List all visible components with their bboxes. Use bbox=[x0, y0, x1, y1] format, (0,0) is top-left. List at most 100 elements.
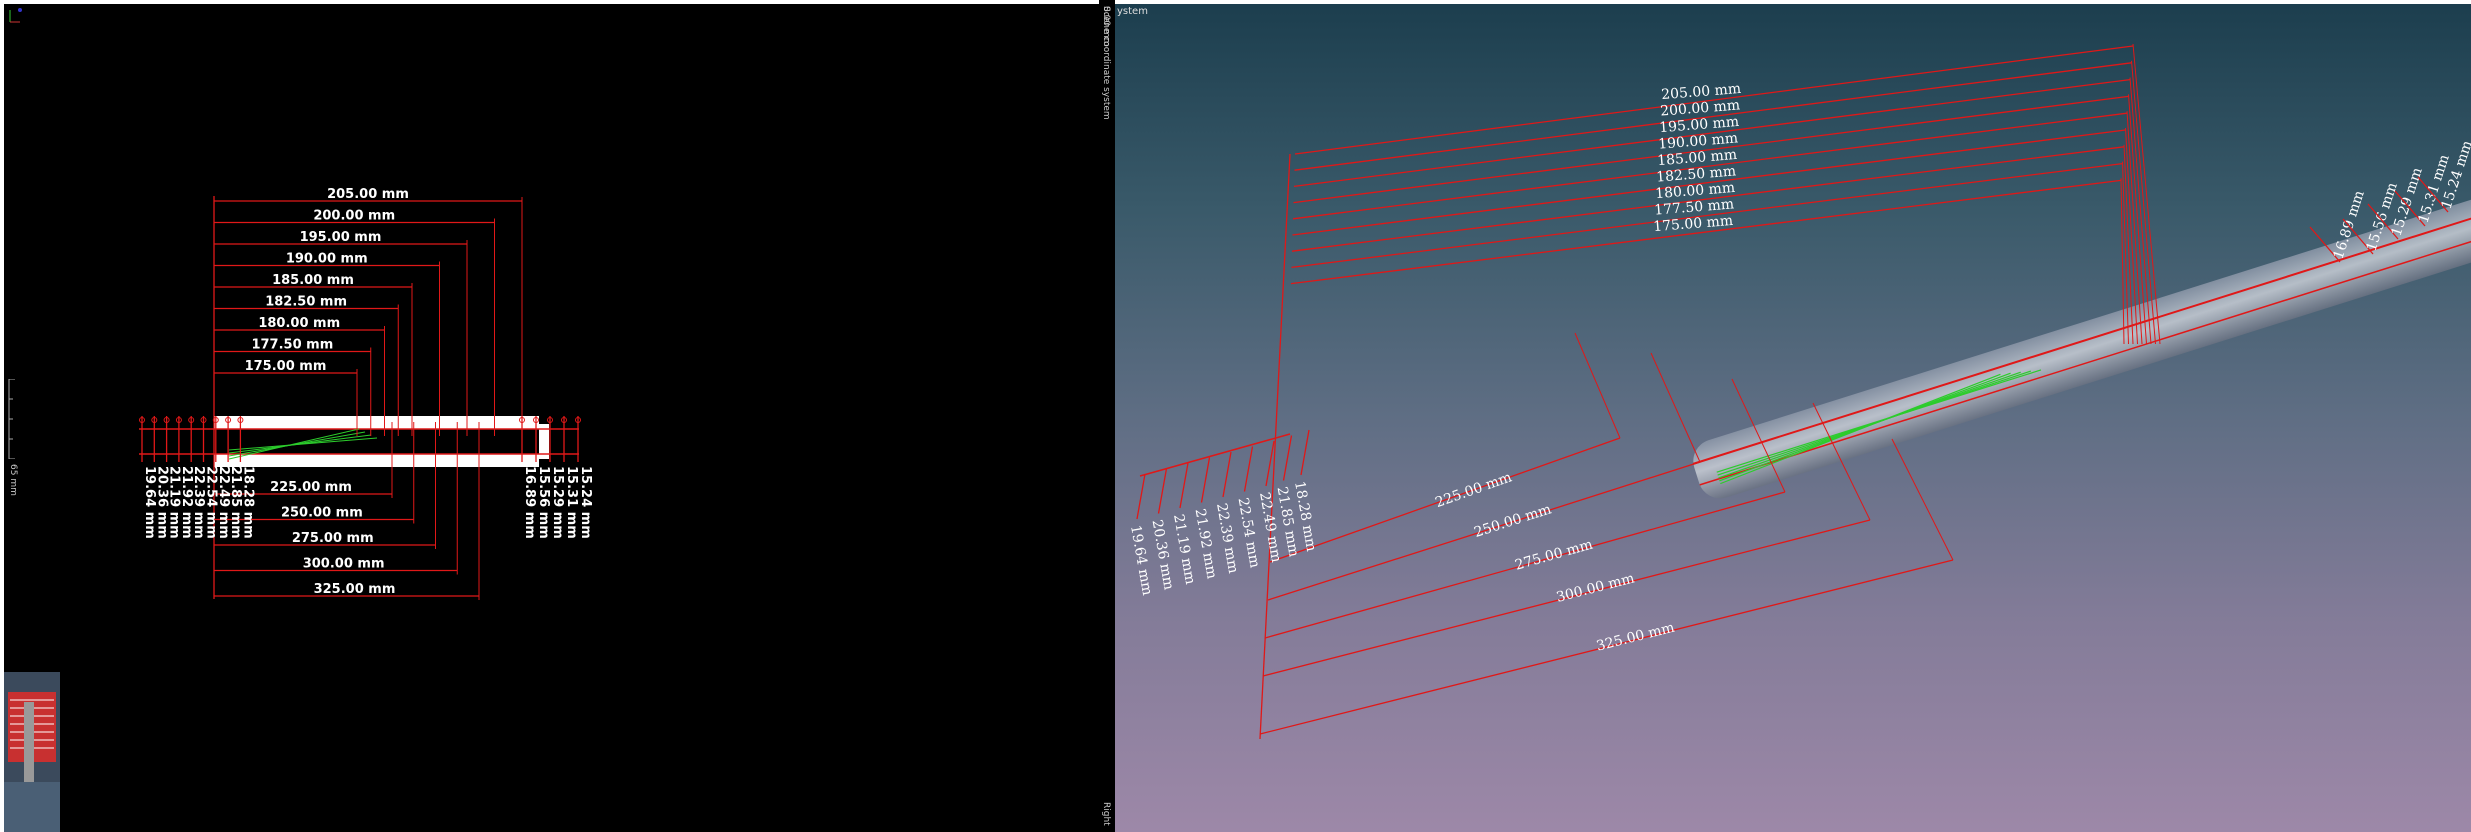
top-dim-line-3d bbox=[1293, 95, 2129, 204]
bottom-dim-line-3d bbox=[1262, 519, 1871, 677]
diameter-marker-3d bbox=[2367, 203, 2399, 240]
left-diameter-label: 19.64 mm bbox=[142, 466, 157, 539]
diameter-marker-head bbox=[533, 417, 539, 423]
diameter-marker-3d bbox=[1179, 462, 1189, 509]
bottom-dim-label-3d: 275.00 mm bbox=[1513, 537, 1594, 574]
bottom-dim-line-3d bbox=[1259, 559, 1954, 735]
left-diameter-label-3d: 19.64 mm bbox=[1127, 524, 1155, 597]
left-diameter-label: 22.39 mm bbox=[191, 466, 206, 539]
left-diameter-label: 21.19 mm bbox=[167, 466, 182, 539]
bottom-dim-label-3d: 325.00 mm bbox=[1595, 620, 1676, 655]
top-dim-label: 200.00 mm bbox=[313, 209, 395, 224]
bottom-dim-label: 250.00 mm bbox=[281, 506, 363, 521]
tube-axis-line bbox=[1699, 213, 2471, 486]
top-dim-extension-3d bbox=[2123, 144, 2134, 345]
top-dim-line-3d bbox=[1291, 162, 2123, 269]
top-dim-label-3d: 185.00 mm bbox=[1657, 147, 1738, 169]
bottom-dim-label: 300.00 mm bbox=[303, 557, 385, 572]
viewport-divider[interactable]: 0.00 mm Scene coordinate system Right bbox=[1099, 0, 1115, 832]
taper-line bbox=[1716, 369, 2042, 473]
diameter-marker-head bbox=[175, 417, 182, 423]
left-diameter-label: 21.85 mm bbox=[228, 466, 243, 539]
top-dim-extension-3d bbox=[2128, 94, 2147, 345]
diameter-marker-head bbox=[188, 417, 195, 423]
left-datum-line-3d bbox=[1259, 153, 1291, 740]
bottom-dim-label: 325.00 mm bbox=[314, 582, 396, 597]
left-diameter-label: 22.54 mm bbox=[204, 466, 219, 539]
bottom-dim-extension-3d bbox=[1731, 378, 1786, 493]
top-dim-label: 185.00 mm bbox=[272, 273, 354, 288]
top-dim-extension-3d bbox=[2125, 127, 2138, 345]
top-dim-label-3d: 175.00 mm bbox=[1653, 213, 1734, 235]
bottom-dim-label-3d: 225.00 mm bbox=[1433, 469, 1514, 511]
diameter-marker-head bbox=[200, 417, 207, 423]
top-dim-line-3d bbox=[1290, 179, 2122, 285]
diameter-marker-3d bbox=[1300, 429, 1310, 476]
taper-line bbox=[228, 428, 360, 460]
bottom-dim-label-3d: 250.00 mm bbox=[1472, 501, 1553, 541]
depth-readout: 0.00 mm bbox=[1101, 6, 1111, 47]
top-dim-label: 205.00 mm bbox=[327, 187, 409, 202]
right-diameter-label: 15.31 mm bbox=[564, 466, 579, 539]
left-diameter-label: 22.49 mm bbox=[216, 466, 231, 539]
diameter-marker-head bbox=[519, 417, 525, 423]
bottom-dim-line-3d bbox=[1264, 491, 1786, 639]
diameter-marker-head bbox=[561, 417, 567, 423]
tube-3d bbox=[1692, 181, 2471, 499]
left-diameter-label: 18.28 mm bbox=[240, 466, 255, 539]
top-dim-line-3d bbox=[1293, 78, 2131, 188]
top-dim-extension-3d bbox=[2132, 43, 2161, 345]
right-diameter-label: 15.56 mm bbox=[536, 466, 551, 539]
diameter-marker-3d bbox=[1282, 435, 1293, 481]
top-dim-line-3d bbox=[1291, 146, 2125, 252]
diameter-marker-3d bbox=[1200, 457, 1211, 503]
bottom-dim-extension-3d bbox=[1650, 352, 1701, 463]
shaft-lower-wall bbox=[214, 454, 539, 467]
coordinate-system-label: Scene coordinate system bbox=[1101, 6, 1111, 120]
diameter-marker-head bbox=[151, 417, 158, 423]
top-dim-label: 175.00 mm bbox=[245, 359, 327, 374]
diameter-marker-head bbox=[225, 417, 232, 423]
top-dim-label-3d: 180.00 mm bbox=[1655, 180, 1736, 202]
top-dim-label-3d: 200.00 mm bbox=[1660, 97, 1741, 119]
bottom-dim-label: 225.00 mm bbox=[270, 480, 352, 495]
view-orientation-label: Right bbox=[1101, 802, 1111, 826]
diameter-marker-3d bbox=[1265, 440, 1275, 487]
scale-ruler-label: 65 mm bbox=[8, 464, 18, 496]
top-dim-line-3d bbox=[1292, 129, 2126, 236]
top-dim-extension-3d bbox=[2126, 111, 2143, 345]
right-diameter-label: 15.29 mm bbox=[550, 466, 565, 539]
diameter-marker-3d bbox=[1136, 473, 1146, 520]
bottom-dim-extension-3d bbox=[1574, 332, 1621, 439]
diameter-marker-3d bbox=[1222, 451, 1232, 498]
bottom-dim-label-3d: 300.00 mm bbox=[1555, 570, 1636, 605]
tube-axis-line bbox=[1692, 192, 2471, 465]
top-dim-line-3d bbox=[1294, 45, 2134, 155]
axis-triad-icon bbox=[6, 6, 26, 26]
top-dim-label: 182.50 mm bbox=[265, 295, 347, 310]
top-dim-extension-3d bbox=[2122, 161, 2129, 345]
bottom-dim-extension-3d bbox=[1812, 402, 1871, 521]
top-dim-label: 195.00 mm bbox=[300, 230, 382, 245]
top-dim-line-3d bbox=[1294, 62, 2132, 171]
top-dim-label: 180.00 mm bbox=[258, 316, 340, 331]
minimap-thumbnail[interactable] bbox=[4, 672, 60, 832]
top-dim-label-3d: 205.00 mm bbox=[1661, 81, 1742, 103]
top-dim-extension-3d bbox=[2129, 77, 2152, 345]
left-diameter-label: 20.36 mm bbox=[154, 466, 169, 539]
top-dim-label-3d: 182.50 mm bbox=[1656, 163, 1737, 185]
diameter-marker-3d bbox=[2417, 176, 2449, 213]
diameter-marker-3d bbox=[2342, 218, 2374, 255]
diameter-marker-head bbox=[212, 417, 219, 423]
bottom-dim-label: 275.00 mm bbox=[292, 531, 374, 546]
diameter-marker-head bbox=[575, 417, 581, 423]
diameter-marker-head bbox=[139, 417, 145, 423]
top-dim-label-3d: 195.00 mm bbox=[1659, 114, 1740, 136]
right-diameter-label: 15.24 mm bbox=[578, 466, 593, 539]
diameter-marker-head bbox=[163, 417, 170, 423]
diameter-marker-3d bbox=[1157, 468, 1168, 514]
system-label: ystem bbox=[1117, 6, 1148, 17]
